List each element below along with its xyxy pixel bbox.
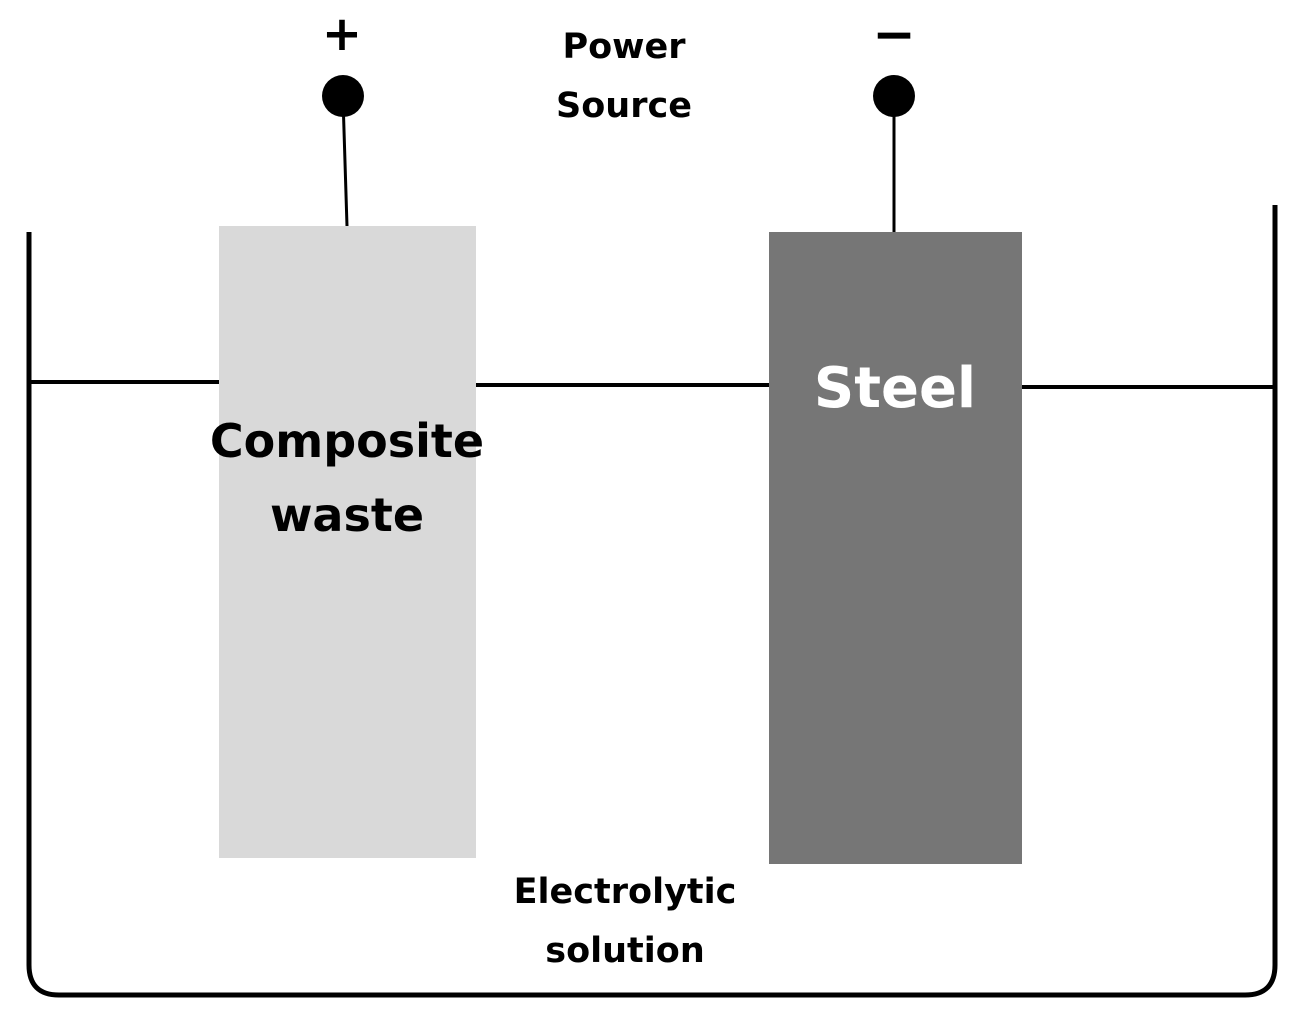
negative-terminal-dot — [873, 75, 915, 117]
negative-symbol: − — [872, 5, 916, 65]
cathode-label: Steel — [814, 356, 976, 421]
positive-wire — [341, 97, 349, 227]
power-source-label-line2: Source — [556, 86, 692, 126]
electrolyte-label-line1: Electrolytic — [514, 872, 737, 912]
cathode-steel — [769, 232, 1022, 864]
anode-composite-waste — [219, 226, 476, 858]
power-source-label-line1: Power — [562, 27, 686, 67]
positive-symbol: + — [322, 6, 362, 62]
positive-terminal-dot — [322, 75, 364, 117]
anode-label-line1: Composite — [210, 414, 484, 468]
electrolytic-tank — [26, 205, 1278, 998]
anode-label-line2: waste — [270, 488, 424, 542]
electrolyte-label-line2: solution — [545, 931, 704, 971]
